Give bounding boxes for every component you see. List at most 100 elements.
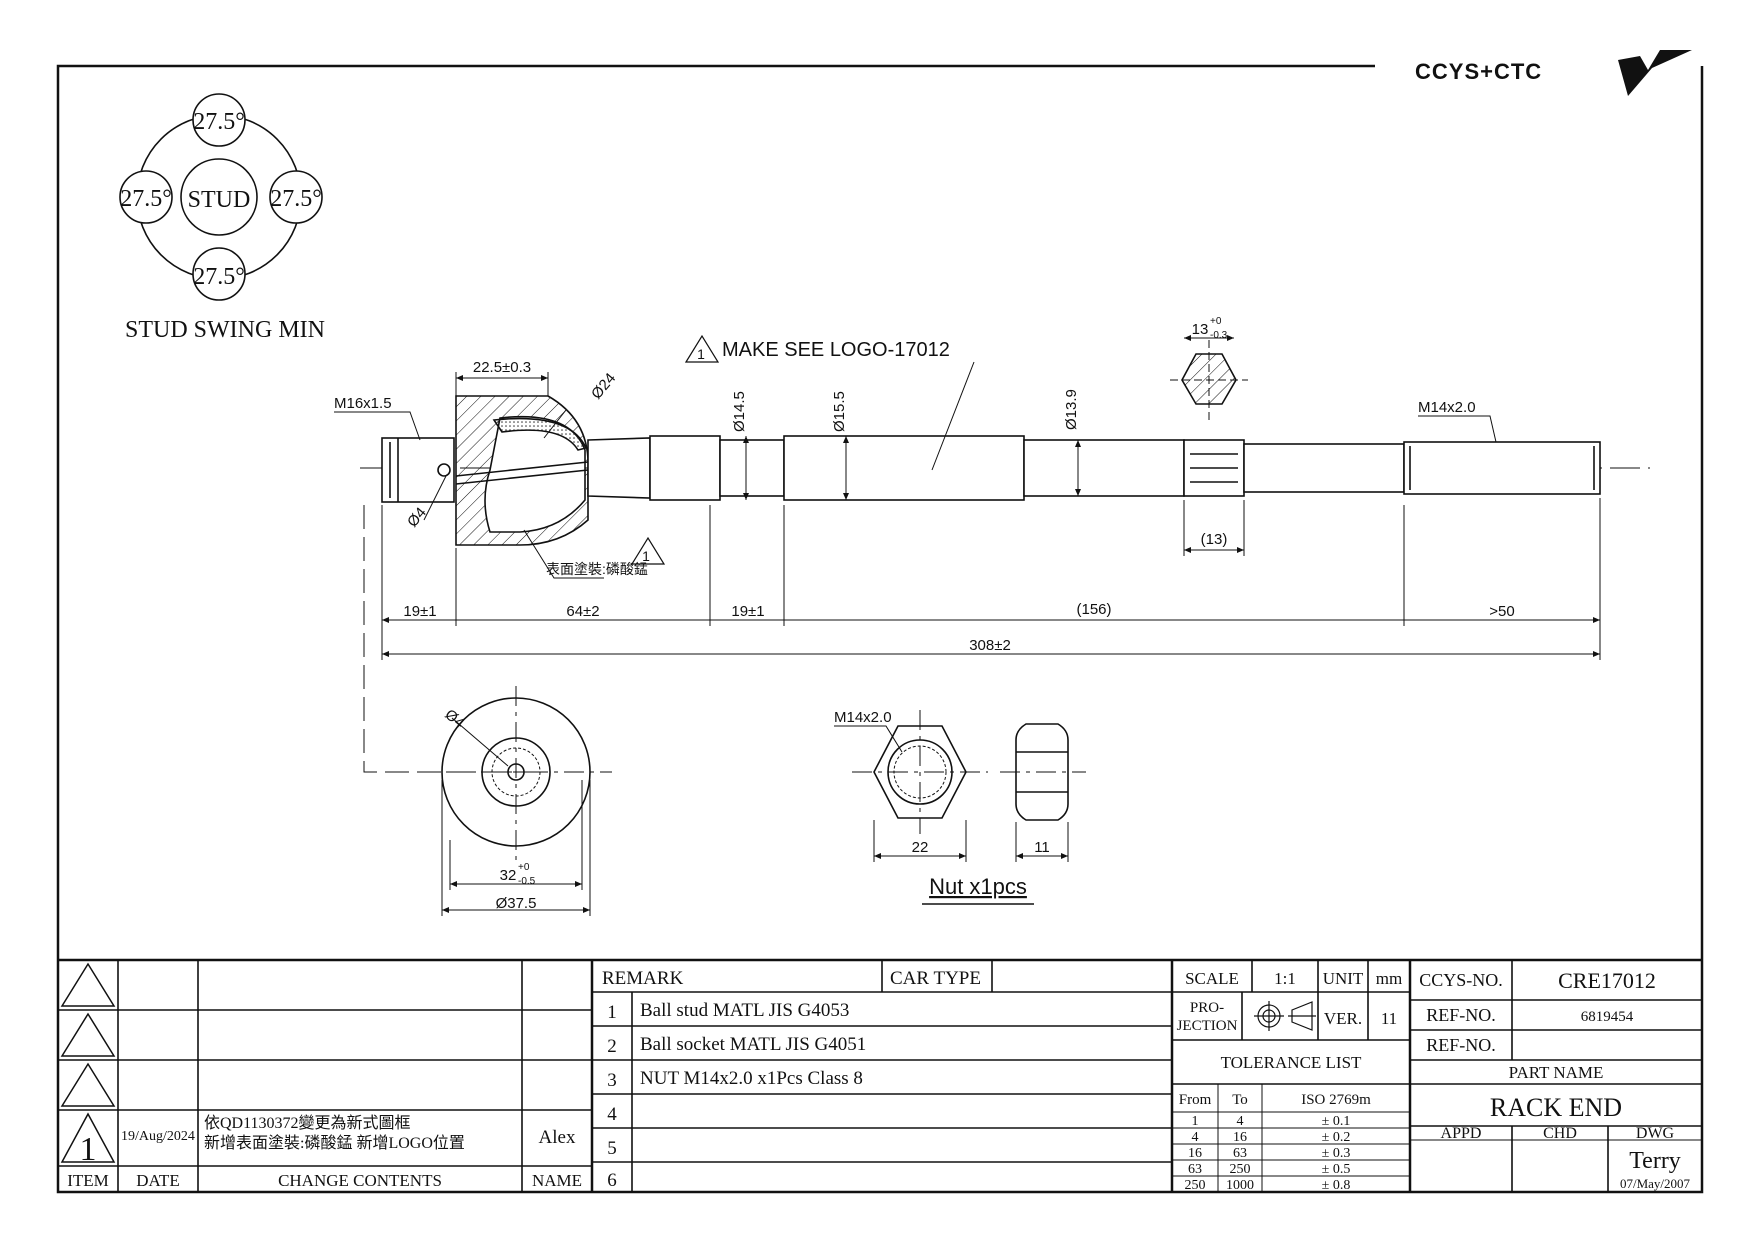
tol-from: 1 [1192, 1114, 1199, 1129]
dim-hex-across: 13 [1192, 321, 1209, 338]
ref-value-1: 6819454 [1581, 1009, 1634, 1025]
swing-center: STUD [188, 187, 251, 213]
swing-right: 27.5° [270, 186, 322, 212]
revision-marker-icon [60, 962, 116, 1163]
end-inner-tol-dn: -0.5 [518, 876, 536, 887]
remark-no-3: 3 [607, 1070, 617, 1091]
nut-side-view [1000, 723, 1086, 862]
header-item: ITEM [67, 1171, 109, 1190]
tol-header-from: From [1179, 1092, 1212, 1108]
nut-width-dim: 22 [912, 839, 929, 856]
header-name: NAME [532, 1171, 582, 1190]
tolerance-title: TOLERANCE LIST [1221, 1053, 1362, 1072]
swing-left: 27.5° [120, 186, 172, 212]
tol-to: 16 [1233, 1130, 1247, 1145]
swing-top: 27.5° [193, 109, 245, 135]
rack-end-side-view [360, 395, 1650, 546]
callout-marker: 1 [697, 346, 705, 362]
car-type-label: CAR TYPE [890, 968, 981, 989]
sheet-frame [56, 64, 1704, 1194]
company-logo: CCYS+CTC [1415, 50, 1692, 96]
revision-content-1: 依QD1130372變更為新式圖框 [204, 1114, 411, 1132]
revision-date: 19/Aug/2024 [121, 1129, 195, 1144]
nut-thick-dim: 11 [1034, 839, 1050, 856]
tol-to: 4 [1237, 1114, 1244, 1129]
dim-seg5: >50 [1489, 603, 1514, 620]
swing-bottom: 27.5° [193, 264, 245, 290]
thread-right-label: M14x2.0 [1418, 399, 1476, 416]
dim-ball-width: 22.5±0.3 [473, 359, 531, 376]
nut-caption: Nut x1pcs [929, 874, 1027, 899]
unit-label: UNIT [1323, 969, 1364, 988]
header-date: DATE [136, 1171, 179, 1190]
tol-value: ± 0.8 [1322, 1178, 1351, 1193]
drawer-name: Terry [1629, 1148, 1681, 1174]
logo-mark-icon [1618, 50, 1692, 96]
remark-no-4: 4 [607, 1104, 617, 1125]
dim-hex-len: (13) [1201, 531, 1228, 548]
tol-header-to: To [1232, 1092, 1248, 1108]
revision-content-2: 新增表面塗裝:磷酸錳 新增LOGO位置 [204, 1133, 465, 1152]
part-name: RACK END [1490, 1093, 1622, 1122]
appd-label: APPD [1441, 1125, 1482, 1142]
end-inner-dim: 32 [500, 867, 517, 884]
header-change-contents: CHANGE CONTENTS [278, 1171, 442, 1190]
swing-caption: STUD SWING MIN [125, 317, 325, 343]
remark-no-2: 2 [607, 1036, 617, 1057]
dim-seg3: 19±1 [731, 603, 764, 620]
dim-d1: Ø14.5 [731, 391, 748, 432]
tol-value: ± 0.1 [1322, 1114, 1351, 1129]
hex-section-view [1170, 340, 1248, 420]
revision-marker-icon [630, 334, 720, 565]
dim-hex-tol-dn: -0.3 [1210, 330, 1228, 341]
dim-seg2: 64±2 [566, 603, 599, 620]
stud-swing-diagram [119, 93, 323, 301]
tol-to: 63 [1233, 1146, 1247, 1161]
dim-seg1: 19±1 [403, 603, 436, 620]
revision-name: Alex [539, 1127, 576, 1148]
tol-value: ± 0.5 [1322, 1162, 1351, 1177]
drawn-date: 07/May/2007 [1620, 1176, 1691, 1191]
tol-from: 16 [1188, 1146, 1202, 1161]
remark-text-1: Ball stud MATL JIS G4053 [640, 1000, 849, 1021]
dim-d2: Ø15.5 [831, 391, 848, 432]
nut-front-view [834, 710, 988, 862]
dim-hex-tol-up: +0 [1210, 316, 1222, 327]
remark-no-5: 5 [607, 1138, 617, 1159]
tol-from: 250 [1185, 1178, 1206, 1193]
scale-label: SCALE [1185, 969, 1239, 988]
remark-header: REMARK [602, 968, 684, 989]
nut-thread-label: M14x2.0 [834, 709, 892, 726]
ver-value: 11 [1381, 1009, 1397, 1028]
unit-value: mm [1376, 969, 1402, 988]
dim-ball-dia: Ø24 [588, 370, 619, 403]
projection-symbol-icon [1254, 1001, 1316, 1031]
ver-label: VER. [1324, 1009, 1362, 1028]
revision-item: 1 [80, 1131, 97, 1168]
dim-total: 308±2 [969, 637, 1011, 654]
coating-note: 表面塗裝:磷酸錳 [546, 561, 648, 577]
note-make-see-logo: MAKE SEE LOGO-17012 [722, 339, 950, 361]
dim-seg4: (156) [1076, 601, 1111, 618]
dimension-lines [334, 335, 1601, 773]
ref-label-1: REF-NO. [1426, 1005, 1496, 1025]
ccys-value: CRE17012 [1558, 968, 1656, 993]
thread-left-label: M16x1.5 [334, 395, 392, 412]
tol-value: ± 0.3 [1322, 1146, 1351, 1161]
tol-header-std: ISO 2769m [1301, 1092, 1371, 1108]
end-outer-dim: Ø37.5 [496, 895, 537, 912]
ccys-label: CCYS-NO. [1419, 970, 1503, 990]
remark-no-6: 6 [607, 1170, 617, 1191]
tol-value: ± 0.2 [1322, 1130, 1351, 1145]
callout-marker-2: 1 [642, 548, 650, 564]
projection-label-1: PRO- [1190, 1000, 1224, 1016]
dim-d3: Ø13.9 [1063, 389, 1080, 430]
projection-label-2: JECTION [1177, 1018, 1238, 1034]
dim-hole-dia: Ø4 [404, 504, 430, 530]
logo-text: CCYS+CTC [1415, 59, 1542, 84]
part-name-label: PART NAME [1509, 1063, 1604, 1082]
dwg-label: DWG [1636, 1125, 1675, 1142]
remark-text-3: NUT M14x2.0 x1Pcs Class 8 [640, 1068, 863, 1089]
end-inner-tol-up: +0 [518, 862, 530, 873]
